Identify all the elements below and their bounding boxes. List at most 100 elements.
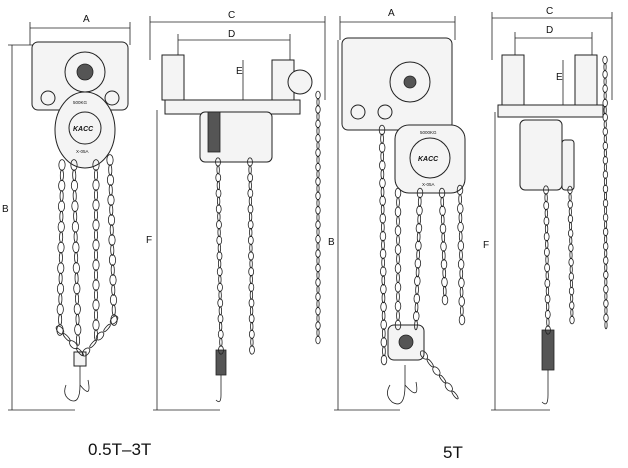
chain-link	[57, 221, 65, 233]
svg-text:5000KG: 5000KG	[420, 130, 437, 135]
chain-link	[413, 293, 421, 304]
chain-link	[604, 263, 608, 272]
chain-link	[604, 306, 608, 315]
chain-link	[396, 291, 400, 302]
chain-link	[316, 97, 320, 107]
chain-link	[602, 170, 609, 179]
dimension-e-small: E	[236, 60, 244, 100]
chain-link	[604, 249, 608, 258]
chain-link	[569, 250, 573, 260]
chain-link	[247, 188, 254, 198]
chain	[602, 55, 609, 330]
chain-link	[247, 204, 254, 214]
chain-link	[315, 321, 321, 330]
front-view-small: A B 500KG KACC X-05A 0.5T–3T	[2, 14, 151, 459]
chain-link	[72, 169, 77, 182]
chain-link	[382, 345, 386, 357]
svg-text:A: A	[388, 8, 395, 19]
chain	[419, 350, 459, 400]
chain-link	[604, 234, 608, 244]
chain-link	[414, 258, 422, 269]
chain-link	[215, 188, 222, 198]
wheel-left	[501, 54, 525, 106]
chain-link	[315, 162, 321, 172]
chain-link	[75, 293, 80, 305]
chain-link	[216, 180, 221, 191]
chain-link	[458, 277, 465, 289]
chain-link	[603, 241, 609, 251]
chain-link	[107, 214, 116, 226]
chain-link	[569, 301, 575, 310]
chain-link	[249, 306, 254, 316]
chain-link	[111, 304, 116, 316]
chain-link	[602, 141, 608, 151]
chain-link	[416, 249, 420, 260]
chain-link	[248, 196, 253, 206]
chain-link	[316, 314, 320, 323]
chain-link	[57, 241, 65, 254]
chain-link	[315, 306, 321, 316]
chain-link	[415, 284, 419, 295]
chain-link	[92, 179, 100, 191]
chain-link	[247, 157, 253, 167]
chain-link	[603, 77, 607, 86]
chain-link	[543, 216, 550, 226]
chain-link	[380, 319, 387, 330]
chain-link	[92, 199, 100, 211]
chain-link	[58, 293, 63, 305]
chain-link	[602, 213, 609, 222]
chain-link	[545, 325, 551, 335]
chain-link	[381, 328, 386, 339]
chain-link	[218, 345, 224, 355]
chain-link	[546, 302, 550, 312]
chain-link	[315, 292, 321, 302]
chain-link	[94, 189, 98, 201]
chain-link	[108, 254, 117, 266]
chain-link	[72, 190, 77, 202]
chain-link	[603, 177, 607, 186]
chain-link	[315, 278, 321, 287]
chain-link	[603, 191, 608, 201]
chain-link	[603, 299, 609, 308]
chain-link	[92, 219, 100, 231]
chain-link	[426, 358, 434, 368]
chain-link	[440, 259, 448, 270]
chain-link	[381, 310, 386, 321]
chain-link	[415, 240, 422, 251]
chain-link	[543, 200, 550, 211]
chain-link	[315, 234, 321, 244]
chain-link	[444, 382, 453, 392]
chain-link	[316, 242, 320, 251]
wheel-hub	[403, 75, 417, 89]
chain-link	[103, 323, 111, 333]
chain-link	[316, 285, 320, 294]
chain	[56, 159, 66, 336]
chain-link	[458, 212, 463, 224]
chain-link	[381, 239, 385, 251]
chain-link	[75, 313, 80, 326]
chain-link	[544, 294, 551, 304]
chain-link	[545, 239, 549, 250]
chain-link	[111, 284, 116, 296]
chain-link	[544, 193, 548, 203]
wheel-hub	[76, 63, 94, 81]
chain-link	[379, 213, 386, 224]
chain-link	[380, 284, 387, 295]
bolt	[40, 90, 56, 106]
chain	[92, 159, 100, 341]
chain-link	[603, 62, 607, 72]
chain-link	[73, 210, 78, 223]
chain-link	[416, 231, 421, 243]
chain-link	[315, 119, 321, 129]
chain-link	[417, 196, 422, 207]
chain-link	[441, 276, 448, 288]
chain-link	[602, 127, 608, 136]
chain	[70, 159, 82, 346]
chain-link	[544, 263, 550, 273]
chain-link	[95, 331, 105, 341]
chain-link	[568, 207, 572, 216]
chain-link	[378, 124, 386, 136]
svg-text:KACC: KACC	[418, 156, 439, 163]
chain-link	[415, 223, 423, 234]
chain-link	[316, 256, 320, 265]
